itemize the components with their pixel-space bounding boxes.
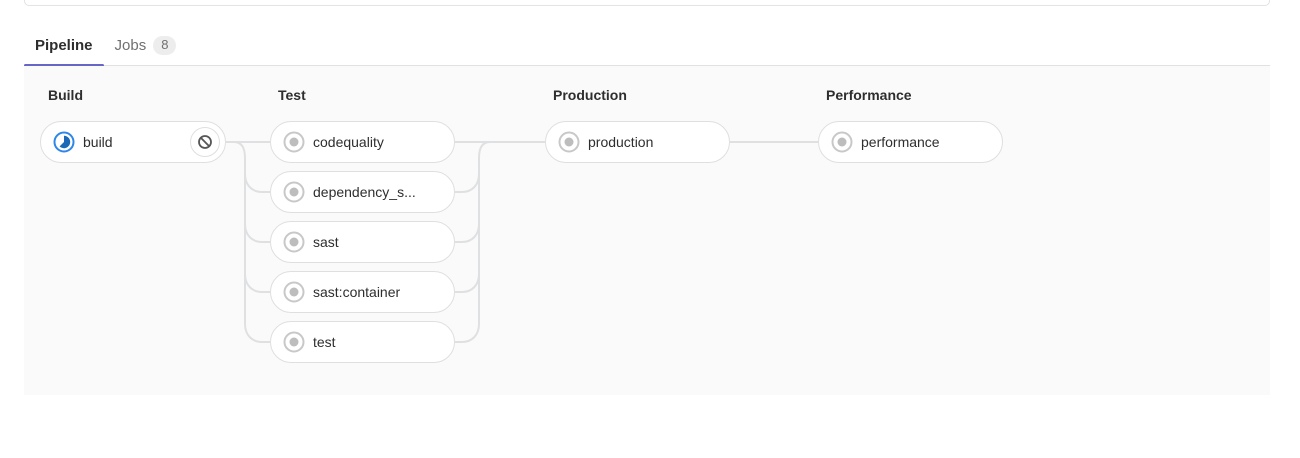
created-status-icon (831, 131, 853, 153)
job-sast-container[interactable]: sast:container (270, 271, 455, 313)
previous-card-bottom-edge (24, 0, 1270, 6)
created-status-icon (283, 281, 305, 303)
pipeline-tabs: Pipeline Jobs 8 (24, 26, 1270, 67)
connector-lines (226, 141, 818, 343)
job-sast[interactable]: sast (270, 221, 455, 263)
cancel-job-button[interactable] (190, 127, 220, 157)
created-status-icon (283, 331, 305, 353)
job-build[interactable]: build (40, 121, 226, 163)
job-name-label: test (313, 334, 336, 350)
job-dependency-s[interactable]: dependency_s... (270, 171, 455, 213)
tab-pipeline[interactable]: Pipeline (24, 26, 104, 67)
job-name-label: dependency_s... (313, 184, 416, 200)
pipeline-graph: Build build Test codequality dependency_… (24, 66, 1270, 395)
job-name-label: sast (313, 234, 339, 250)
job-codequality[interactable]: codequality (270, 121, 455, 163)
job-performance[interactable]: performance (818, 121, 1003, 163)
stage-header-performance: Performance (826, 87, 912, 103)
tab-pipeline-label: Pipeline (35, 37, 93, 54)
job-name-label: codequality (313, 134, 384, 150)
running-status-icon (53, 131, 75, 153)
stage-header-build: Build (48, 87, 83, 103)
job-name-label: sast:container (313, 284, 401, 300)
tab-jobs-label: Jobs (114, 37, 147, 54)
jobs-count-badge: 8 (153, 36, 177, 55)
stage-header-test: Test (278, 87, 306, 103)
tab-jobs[interactable]: Jobs 8 (104, 26, 188, 65)
created-status-icon (558, 131, 580, 153)
job-name-label: performance (861, 134, 940, 150)
created-status-icon (283, 181, 305, 203)
stage-header-production: Production (553, 87, 627, 103)
created-status-icon (283, 131, 305, 153)
job-name-label: build (83, 134, 113, 150)
ban-icon (198, 135, 212, 149)
job-name-label: production (588, 134, 654, 150)
job-production[interactable]: production (545, 121, 730, 163)
job-test[interactable]: test (270, 321, 455, 363)
created-status-icon (283, 231, 305, 253)
